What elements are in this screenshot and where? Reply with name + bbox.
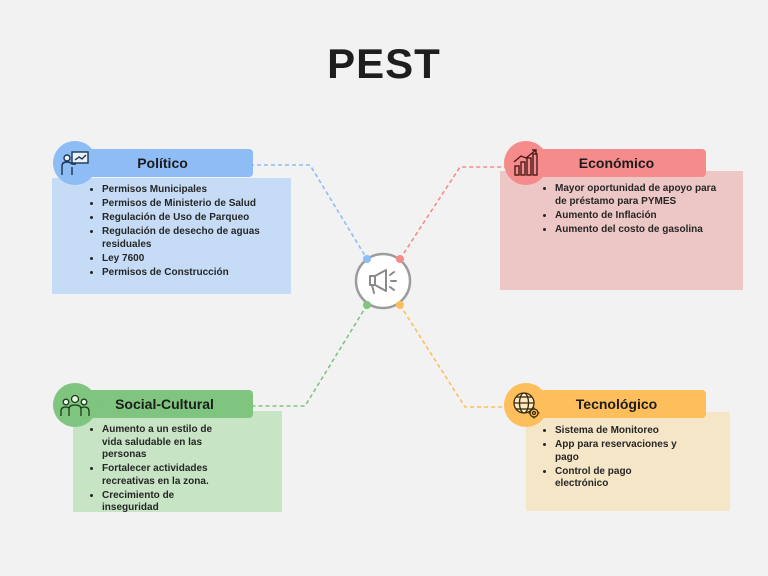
tecnologico-list: Sistema de Monitoreo App para reservacio… [526,425,730,491]
center-hub [354,252,412,310]
social-content-box: Aumento a un estilo de vida saludable en… [73,411,282,515]
list-item: Ley 7600 [102,253,291,266]
list-item: App para reservaciones y pago [555,439,685,464]
economico-header: Económico [524,149,706,177]
social-list: Aumento a un estilo de vida saludable en… [73,424,282,515]
list-item: Regulación de desecho de aguas residuale… [102,226,277,251]
connector-social [253,304,368,407]
economico-icon-badge [504,141,548,185]
economico-list: Mayor oportunidad de apoyo para de prést… [500,183,743,236]
tecnologico-header: Tecnológico [524,390,706,418]
connector-dot-politico [363,255,371,263]
politico-content-box: Permisos Municipales Permisos de Ministe… [52,178,291,294]
connector-politico [250,164,368,260]
list-item: Mayor oportunidad de apoyo para de prést… [555,183,725,208]
list-item: Aumento a un estilo de vida saludable en… [102,424,222,462]
growth-chart-icon [513,149,538,176]
connector-dot-social [363,301,371,309]
connector-tecnologico [399,304,508,408]
politico-header: Político [72,149,253,177]
social-header: Social-Cultural [72,390,253,418]
connector-dot-tecnologico [396,301,404,309]
list-item: Crecimiento de inseguridad [102,490,202,515]
connector-dot-economico [396,255,404,263]
list-item: Regulación de Uso de Parqueo [102,212,291,225]
list-item: Permisos de Construcción [102,267,291,280]
list-item: Sistema de Monitoreo [555,425,730,438]
politico-label: Político [137,155,188,171]
megaphone-icon [369,269,397,294]
list-item: Aumento de Inflación [555,210,743,223]
tecnologico-content-box: Sistema de Monitoreo App para reservacio… [526,412,730,511]
list-item: Aumento del costo de gasolina [555,224,743,237]
connector-economico [399,166,505,260]
politico-icon-badge [53,141,97,185]
economico-content-box: Mayor oportunidad de apoyo para de prést… [500,171,743,290]
list-item: Permisos Municipales [102,184,291,197]
economico-label: Económico [578,155,655,171]
social-label: Social-Cultural [115,396,214,412]
globe-gear-icon [513,392,540,419]
social-icon-badge [53,383,97,427]
people-group-icon [60,394,90,416]
tecnologico-icon-badge [504,383,548,427]
list-item: Permisos de Ministerio de Salud [102,198,291,211]
list-item: Control de pago electrónico [555,466,655,491]
list-item: Fortalecer actividades recreativas en la… [102,463,232,488]
page-title: PEST [327,40,441,87]
politico-list: Permisos Municipales Permisos de Ministe… [52,184,291,279]
tecnologico-label: Tecnológico [575,396,658,412]
presentation-icon [61,151,89,175]
